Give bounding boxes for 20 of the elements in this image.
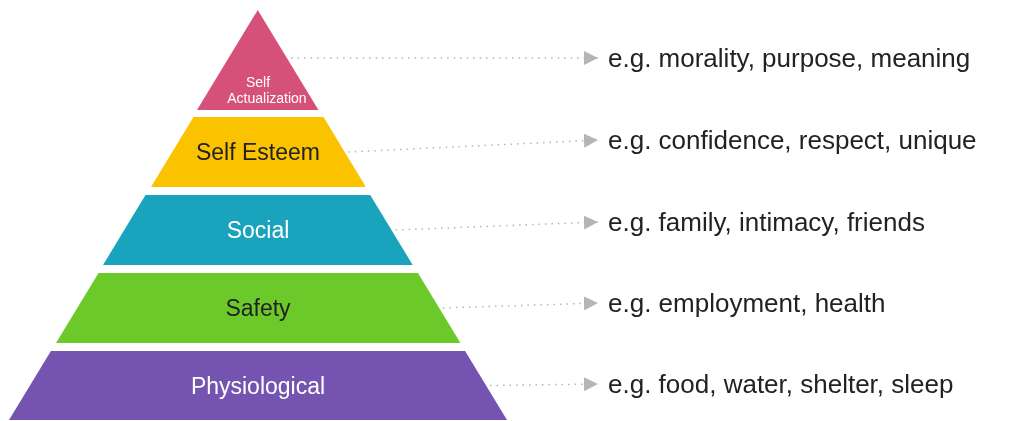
example-text: e.g. morality, purpose, meaning (608, 42, 971, 74)
level-label: Self Actualization (226, 73, 308, 106)
level-label: Social (225, 216, 291, 244)
pyramid-level (103, 195, 413, 265)
dotted-arrow (394, 215, 599, 231)
example-text: e.g. food, water, shelter, sleep (608, 368, 954, 400)
dotted-arrow (442, 296, 599, 311)
pyramid-level (55, 273, 461, 343)
example-text: e.g. employment, health (608, 287, 886, 319)
pyramid-apex (197, 10, 319, 110)
dotted-arrow (347, 133, 599, 153)
level-label: Self Esteem (195, 138, 321, 166)
pyramid-level (9, 351, 507, 420)
example-text: e.g. family, intimacy, friends (608, 206, 925, 238)
dotted-arrow (290, 51, 599, 65)
dotted-arrow (489, 377, 599, 392)
level-label: Physiological (189, 372, 327, 399)
example-text: e.g. confidence, respect, unique (608, 124, 977, 156)
level-label: Safety (224, 294, 292, 322)
pyramid-level (150, 117, 366, 187)
